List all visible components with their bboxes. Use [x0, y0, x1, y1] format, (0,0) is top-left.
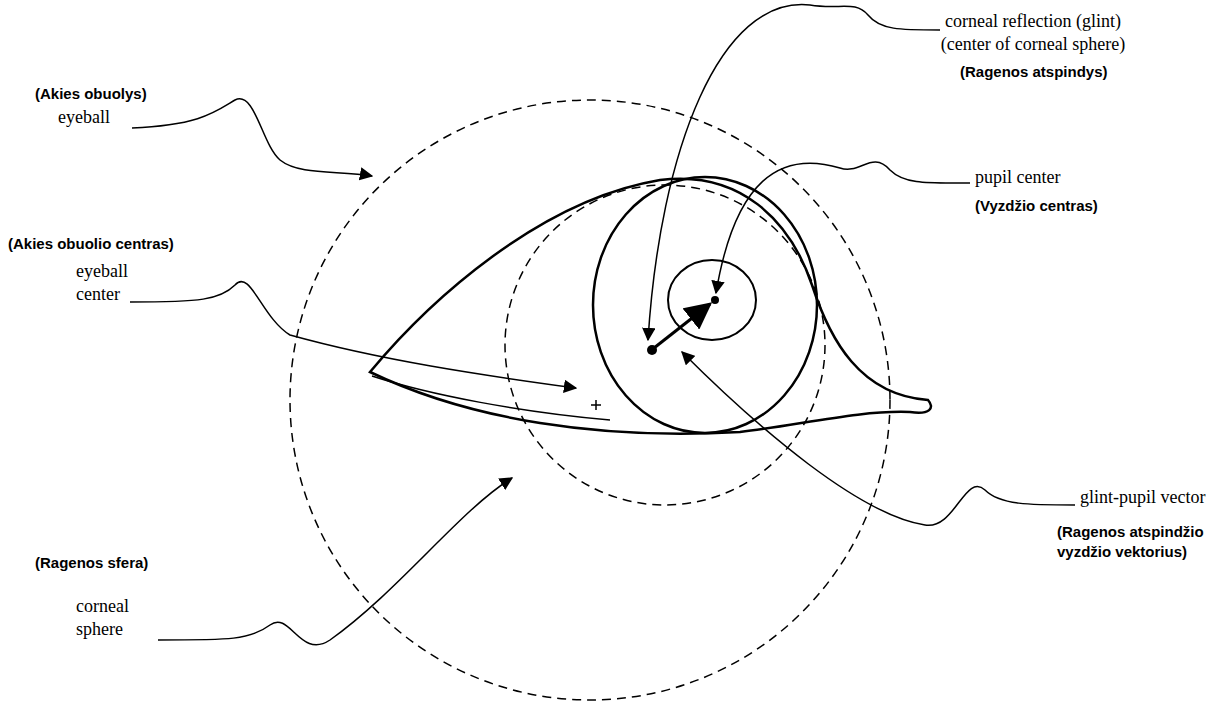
eyeball-circle: [290, 100, 890, 700]
translation-label: (Ragenos atspindžio vyzdžio vektorius): [1057, 522, 1212, 561]
lower-lid: [372, 376, 610, 420]
translation-label: (Akies obuolio centras): [8, 234, 174, 254]
translation-label: (Ragenos atspindys): [960, 62, 1108, 82]
corneal-sphere-circle: [505, 185, 825, 505]
iris: [593, 177, 817, 433]
pupil-center-dot: [711, 296, 719, 304]
callout-label: corneal reflection (glint) (center of co…: [918, 10, 1148, 57]
leader-line: [130, 282, 576, 388]
callout-label: eyeball: [58, 106, 110, 129]
center-mark: [591, 400, 601, 410]
translation-label: (Akies obuolys): [35, 84, 147, 104]
translation-label: (Ragenos sfera): [35, 553, 148, 573]
callout-label: glint-pupil vector: [1080, 486, 1205, 509]
leader-line: [648, 5, 940, 340]
leader-line: [132, 99, 372, 176]
callout-label: corneal sphere: [76, 595, 148, 642]
glint-pupil-arrow: [654, 304, 710, 348]
leader-line: [682, 352, 1075, 525]
leader-line: [716, 162, 970, 293]
translation-label: (Vyzdžio centras): [975, 196, 1098, 216]
callout-label: pupil center: [975, 166, 1060, 189]
leader-line: [158, 478, 512, 645]
callout-label: eyeball center: [76, 260, 138, 307]
